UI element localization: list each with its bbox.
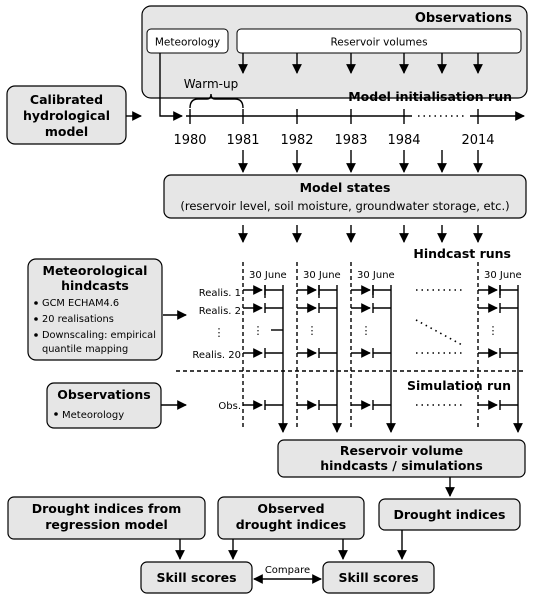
warmup-brace [189, 93, 244, 109]
states-to-hindcast-arrows [238, 225, 483, 243]
drought-indices-label: Drought indices [394, 507, 506, 522]
year-label: 2014 [461, 133, 494, 148]
reservoir-volumes-label: Reservoir volumes [330, 37, 427, 49]
row-ellipsis: ⋮ [361, 324, 372, 337]
calibrated-model-line2: hydrological [23, 108, 110, 123]
year-label: 1982 [280, 133, 313, 148]
to-skill-arrows [175, 530, 407, 560]
meteorology-top-label: Meteorology [155, 37, 220, 49]
observed-drought-line2: drought indices [236, 517, 347, 532]
skill-scores-right-box [322, 561, 435, 594]
realis-20-label: Realis. 20 [192, 350, 241, 361]
observations-top-title: Observations [415, 11, 512, 26]
bullet-dot [34, 333, 38, 337]
year-label: 1980 [173, 133, 206, 148]
middle-dots [415, 289, 465, 406]
met-bullet-cont: quantile mapping [42, 344, 128, 355]
row-ellipsis: ⋮ [253, 324, 264, 337]
calibrated-model-box [6, 85, 127, 145]
june-label: 30 June [484, 270, 522, 281]
year-label: 1983 [334, 133, 367, 148]
drought-regression-line1: Drought indices from [32, 501, 182, 516]
model-states-subtitle: (reservoir level, soil moisture, groundw… [180, 199, 509, 213]
skill-scores-left-label: Skill scores [156, 570, 236, 585]
year-label: 1981 [226, 133, 259, 148]
reservoir-obs-arrows [238, 53, 483, 74]
june-label: 30 June [303, 270, 341, 281]
bullet-dot [34, 301, 38, 305]
compare-label: Compare [265, 565, 310, 576]
observed-drought-box [217, 496, 365, 540]
hindcast-runs-label: Hindcast runs [413, 246, 511, 261]
reservoir-hindcasts-box [277, 439, 526, 478]
observations-mid-bullet: Meteorology [62, 410, 124, 421]
met-bullet: GCM ECHAM4.6 [42, 298, 119, 309]
skill-scores-right-label: Skill scores [338, 570, 418, 585]
calibrated-model-line3: model [45, 124, 88, 139]
row-ellipsis: ⋮ [307, 324, 318, 337]
june-label: 30 June [357, 270, 395, 281]
meteorology-to-timeline-arrow [159, 53, 183, 121]
met-bullet: Downscaling: empirical [42, 330, 156, 341]
timeline [186, 109, 525, 124]
meteorology-top-box [146, 28, 229, 54]
hindcast-groups: ⋮ ⋮ ⋮ ⋮ [242, 262, 523, 433]
bullet-dot [34, 317, 38, 321]
model-states-title: Model states [300, 180, 391, 195]
calibrated-model-line1: Calibrated [30, 92, 103, 107]
drought-regression-line2: regression model [45, 517, 168, 532]
obs-label: Obs. [218, 401, 241, 412]
init-run-label: Model initialisation run [348, 89, 512, 104]
reservoir-hindcasts-line2: hindcasts / simulations [320, 458, 483, 473]
observations-mid-title: Observations [57, 387, 150, 402]
simulation-run-label: Simulation run [407, 378, 511, 393]
row-ellipsis: ⋮ [488, 324, 499, 337]
drought-regression-box [7, 496, 206, 540]
realis-1-label: Realis. 1 [199, 288, 241, 299]
met-hindcasts-line2: hindcasts [61, 278, 129, 293]
met-bullet: 20 realisations [42, 314, 114, 325]
realis-ellipsis: ⋮ [214, 326, 225, 339]
reservoir-volumes-box [236, 28, 522, 54]
realis-2-label: Realis. 2 [199, 306, 241, 317]
warmup-label: Warm-up [184, 77, 238, 91]
reservoir-hindcasts-line1: Reservoir volume [340, 443, 463, 458]
drought-indices-box [378, 498, 521, 531]
bullet-dot [54, 412, 58, 416]
timeline-to-states-arrows [238, 150, 483, 173]
year-label: 1984 [387, 133, 420, 148]
model-states-box [163, 174, 527, 219]
observed-drought-line1: Observed [257, 501, 324, 516]
met-hindcasts-box [27, 258, 163, 361]
met-hindcasts-line1: Meteorological [43, 263, 148, 278]
skill-scores-left-box [140, 561, 253, 594]
june-label: 30 June [249, 270, 287, 281]
